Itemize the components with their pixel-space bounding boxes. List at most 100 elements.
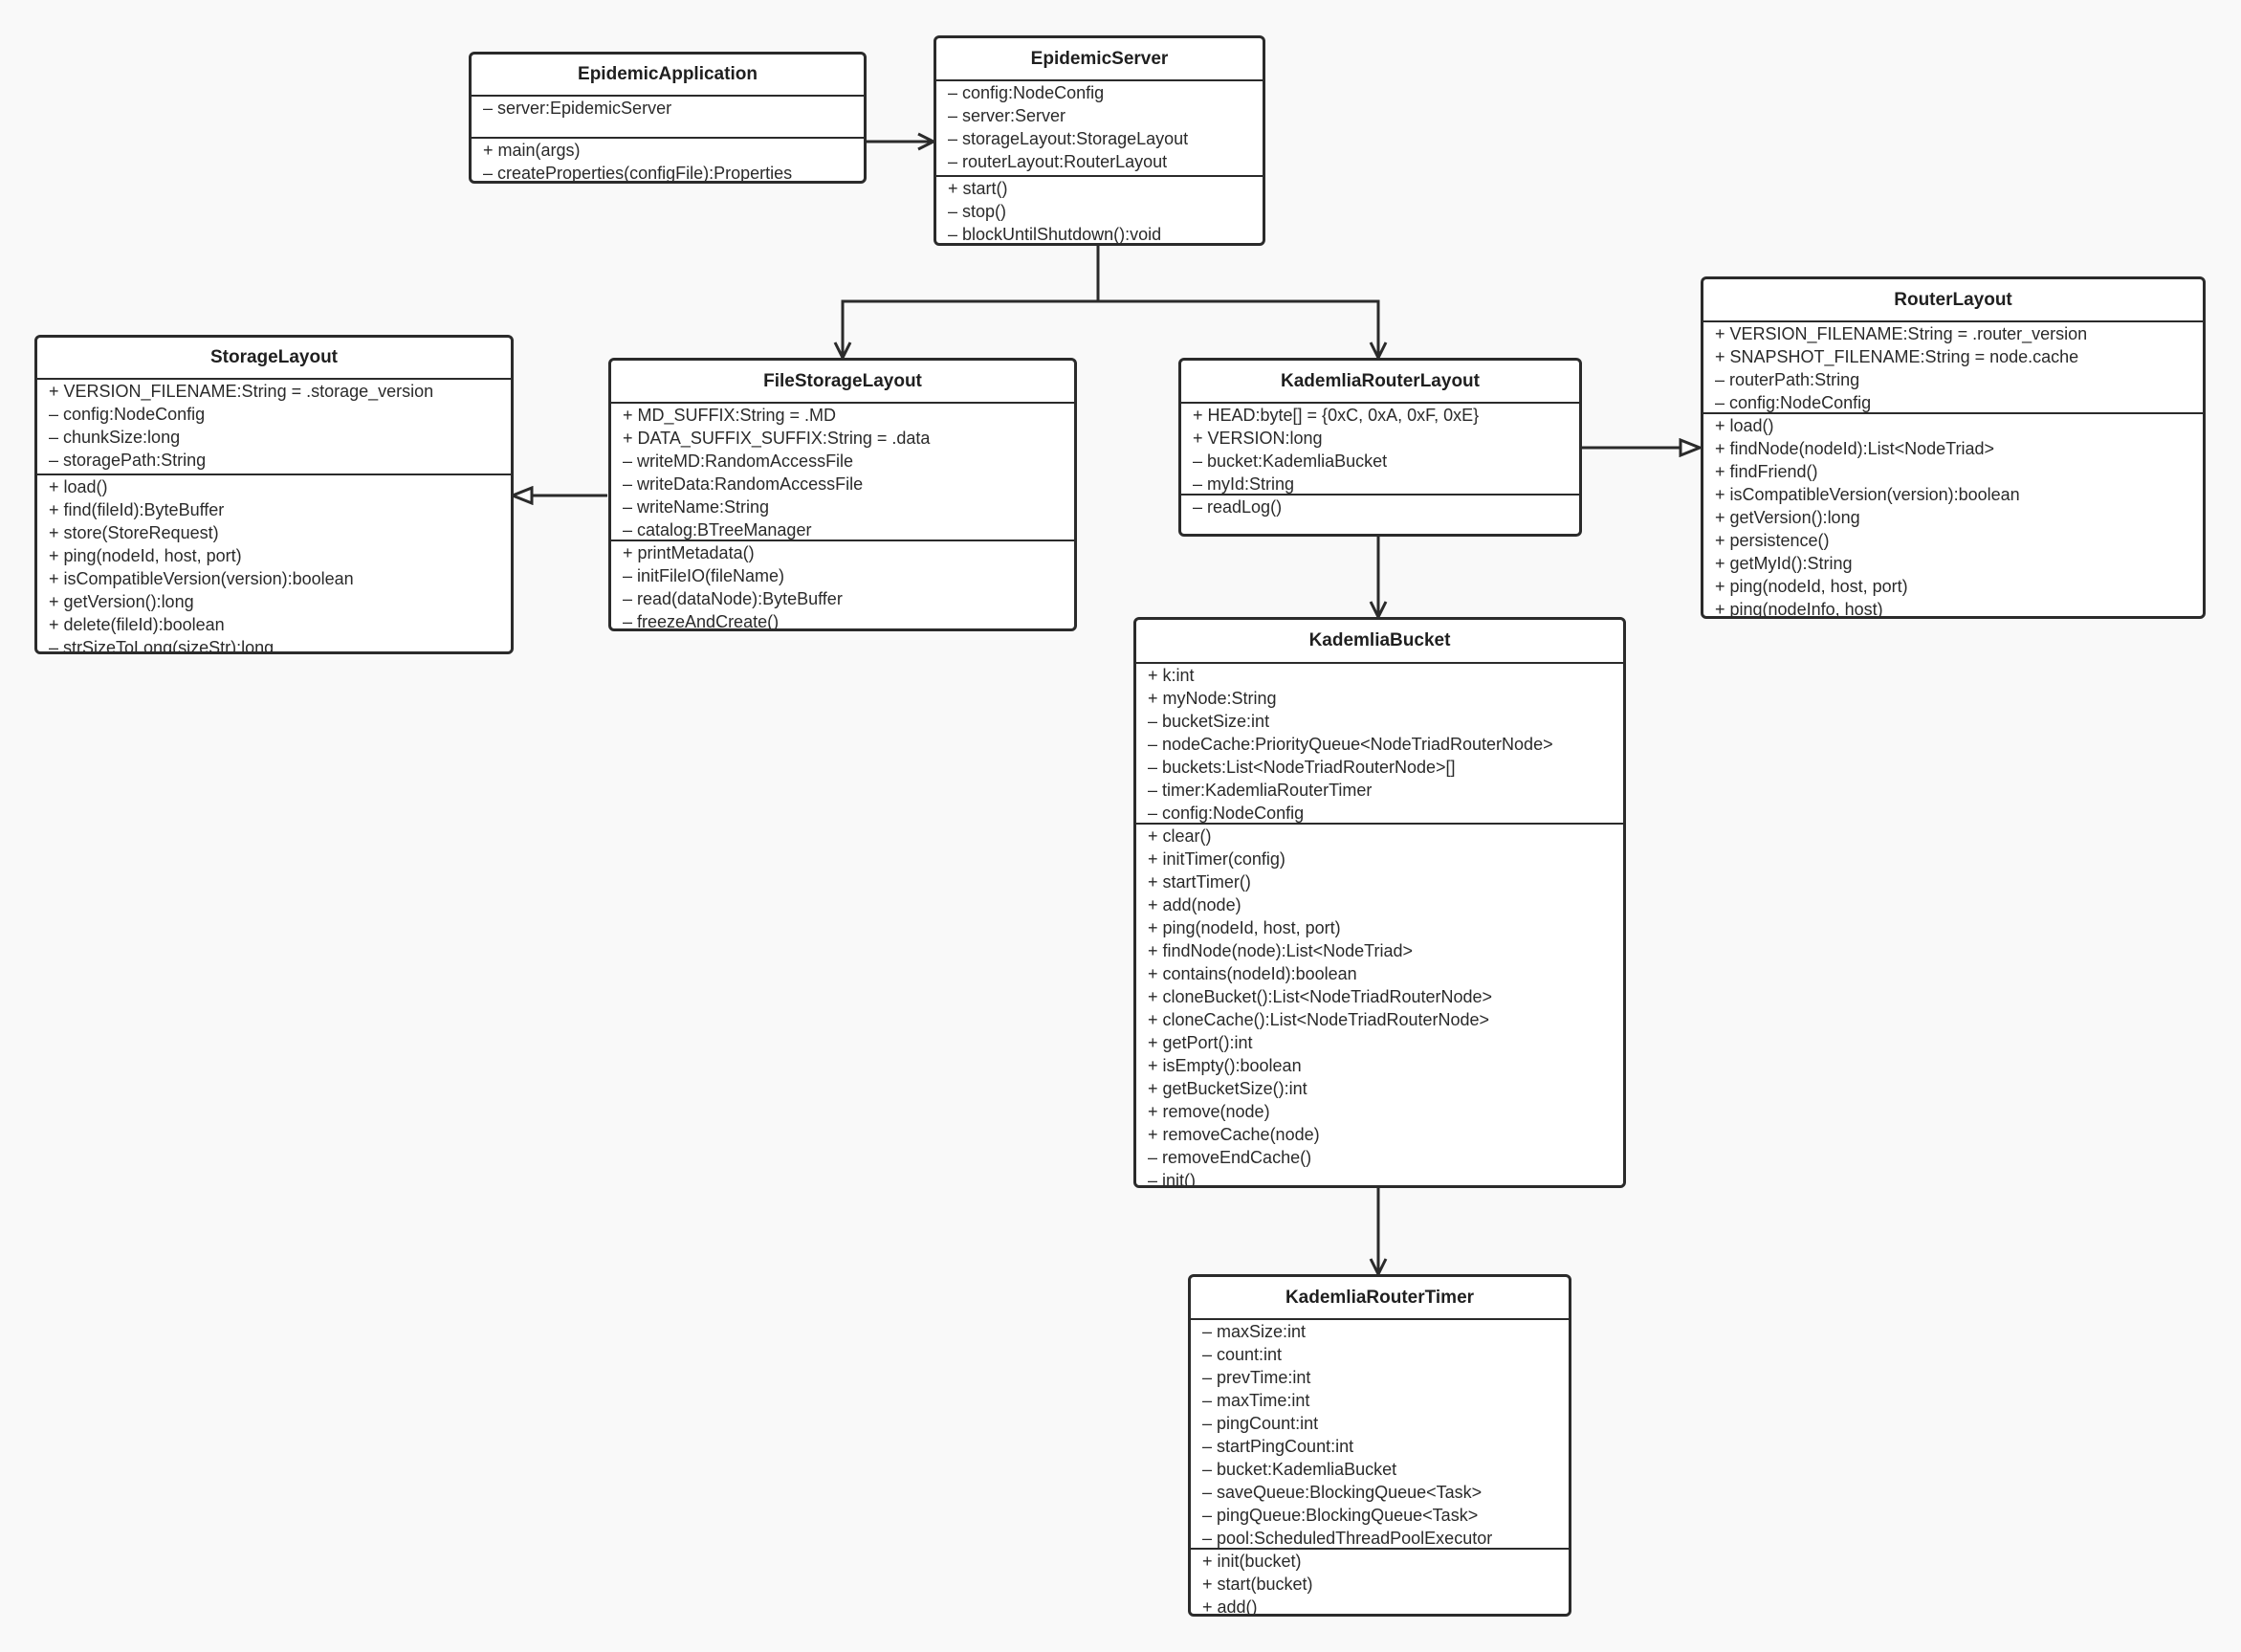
class-name: KademliaBucket	[1136, 620, 1623, 664]
class-name: KademliaRouterLayout	[1181, 361, 1579, 404]
method-row: + getPort():int	[1148, 1033, 1253, 1052]
method-row: – stop()	[948, 202, 1007, 221]
attribute-row: – storageLayout:StorageLayout	[948, 129, 1189, 148]
method-row: – init()	[1148, 1171, 1197, 1188]
method-row: + removeCache(node)	[1148, 1125, 1320, 1144]
class-router-layout: RouterLayout + VERSION_FILENAME:String = …	[1701, 276, 2206, 619]
method-row: + start(bucket)	[1202, 1575, 1313, 1594]
attributes-compartment: + k:int + myNode:String – bucketSize:int – …	[1136, 664, 1623, 825]
class-kademlia-router-timer: KademliaRouterTimer – maxSize:int – count:…	[1188, 1274, 1571, 1617]
method-row: – freezeAndCreate()	[623, 612, 780, 631]
method-row: + findNode(nodeId):List<NodeTriad>	[1715, 439, 1995, 458]
attribute-row: – pingQueue:BlockingQueue<Task>	[1202, 1506, 1479, 1525]
class-storage-layout: StorageLayout+ VERSION_FILENAME:String =…	[34, 335, 514, 654]
association-arrow-server-to-file-storage	[843, 246, 1100, 358]
method-row: – strSizeToLong(sizeStr):long	[49, 638, 275, 654]
attribute-row: – timer:KademliaRouterTimer	[1148, 781, 1373, 800]
method-row: + add()	[1202, 1597, 1258, 1617]
method-row: + findNode(node):List<NodeTriad>	[1148, 941, 1414, 960]
attribute-row: – bucketSize:int	[1148, 712, 1270, 731]
attribute-row: – config:NodeConfig	[1715, 393, 1872, 412]
method-row: + getBucketSize():int	[1148, 1079, 1307, 1098]
class-name: EpidemicApplication	[472, 55, 864, 97]
class-file-storage-layout: FileStorageLayout + MD_SUFFIX:String = .M…	[608, 358, 1077, 631]
methods-compartment: + start()– stop()– blockUntilShutdown():…	[936, 177, 1263, 243]
attribute-row: – maxSize:int	[1202, 1322, 1307, 1341]
attributes-compartment: – maxSize:int – count:int – prevTime:int – …	[1191, 1320, 1569, 1550]
attributes-compartment: – config:NodeConfig – server:Server – stor…	[936, 81, 1263, 177]
attribute-row: – server:EpidemicServer	[483, 99, 672, 118]
class-name: RouterLayout	[1703, 279, 2203, 322]
attribute-row: – config:NodeConfig	[948, 83, 1105, 102]
attribute-row: – nodeCache:PriorityQueue<NodeTriadRoute…	[1148, 735, 1553, 754]
class-epidemic-application: EpidemicApplication – server:EpidemicServ…	[469, 52, 867, 184]
method-row: – readLog()	[1193, 497, 1283, 517]
attribute-row: + VERSION_FILENAME:String = .router_vers…	[1715, 324, 2088, 343]
attribute-row: + VERSION:long	[1193, 429, 1323, 448]
attribute-row: – routerPath:String	[1715, 370, 1860, 389]
attributes-compartment: + HEAD:byte[] = {0xC, 0xA, 0xF, 0xE} + VE…	[1181, 404, 1579, 496]
method-row: + isCompatibleVersion(version):boolean	[1715, 485, 2020, 504]
method-row: + contains(nodeId):boolean	[1148, 964, 1357, 983]
attribute-row: – count:int	[1202, 1345, 1283, 1364]
attribute-row: – config:NodeConfig	[49, 405, 206, 424]
method-row: + load()	[1715, 416, 1774, 435]
attribute-row: – storagePath:String	[49, 451, 207, 470]
attributes-compartment: + VERSION_FILENAME:String = .router_vers…	[1703, 322, 2203, 414]
method-row: + cloneCache():List<NodeTriadRouterNode>	[1148, 1010, 1490, 1029]
attribute-row: + MD_SUFFIX:String = .MD	[623, 406, 837, 425]
attribute-row: – myId:String	[1193, 474, 1295, 494]
method-row: + init(bucket)	[1202, 1552, 1302, 1571]
method-row: – removeEndCache()	[1148, 1148, 1312, 1167]
method-row: + findFriend()	[1715, 462, 1818, 481]
method-row: + isCompatibleVersion(version):boolean	[49, 569, 354, 588]
method-row: – initFileIO(fileName)	[623, 566, 785, 585]
attribute-row: – bucket:KademliaBucket	[1193, 452, 1388, 471]
class-kademlia-router-layout: KademliaRouterLayout+ HEAD:byte[] = {0xC…	[1178, 358, 1582, 537]
attribute-row: – server:Server	[948, 106, 1066, 125]
class-name: KademliaRouterTimer	[1191, 1277, 1569, 1320]
attribute-row: – catalog:BTreeManager	[623, 520, 812, 540]
attribute-row: – pool:ScheduledThreadPoolExecutor	[1202, 1529, 1493, 1548]
methods-compartment: + init(bucket) + start(bucket) + add()	[1191, 1550, 1569, 1617]
class-epidemic-server: EpidemicServer – config:NodeConfig – serve…	[934, 35, 1265, 246]
class-name: EpidemicServer	[936, 38, 1263, 81]
method-row: + clear()	[1148, 826, 1212, 846]
attribute-row: – routerLayout:RouterLayout	[948, 152, 1168, 171]
attribute-row: – prevTime:int	[1202, 1368, 1311, 1387]
attribute-row: – writeMD:RandomAccessFile	[623, 452, 854, 471]
attribute-row: – startPingCount:int	[1202, 1437, 1354, 1456]
methods-compartment: + clear() + initTimer(config) + startTimer…	[1136, 825, 1623, 1188]
method-row: + add(node)	[1148, 895, 1241, 914]
method-row: + delete(fileId):boolean	[49, 615, 225, 634]
attribute-row: + k:int	[1148, 666, 1195, 685]
method-row: + ping(nodeId, host, port)	[49, 546, 242, 565]
class-name: FileStorageLayout	[611, 361, 1074, 404]
method-row: + persistence()	[1715, 531, 1830, 550]
method-row: + store(StoreRequest)	[49, 523, 219, 542]
attributes-compartment: – server:EpidemicServer	[472, 97, 864, 139]
class-name: StorageLayout	[37, 338, 511, 380]
method-row: + start()	[948, 179, 1008, 198]
attribute-row: – config:NodeConfig	[1148, 804, 1305, 823]
attribute-row: + SNAPSHOT_FILENAME:String = node.cache	[1715, 347, 2079, 366]
attribute-row: – maxTime:int	[1202, 1391, 1310, 1410]
attributes-compartment: + VERSION_FILENAME:String = .storage_ver…	[37, 380, 511, 475]
association-arrow-server-to-kademlia-router	[1098, 299, 1378, 358]
method-row: + cloneBucket():List<NodeTriadRouterNode…	[1148, 987, 1493, 1006]
method-row: + startTimer()	[1148, 872, 1251, 892]
method-row: + getMyId():String	[1715, 554, 1853, 573]
attribute-row: – writeData:RandomAccessFile	[623, 474, 864, 494]
method-row: + printMetadata()	[623, 543, 755, 562]
method-row: + ping(nodeInfo, host)	[1715, 600, 1883, 619]
attribute-row: + myNode:String	[1148, 689, 1277, 708]
attribute-row: + HEAD:byte[] = {0xC, 0xA, 0xF, 0xE}	[1193, 406, 1480, 425]
methods-compartment: + load()+ find(fileId):ByteBuffer+ store…	[37, 475, 511, 654]
method-row: + getVersion():long	[49, 592, 194, 611]
attribute-row: – pingCount:int	[1202, 1414, 1319, 1433]
method-row: + initTimer(config)	[1148, 849, 1285, 869]
method-row: + remove(node)	[1148, 1102, 1270, 1121]
attribute-row: – chunkSize:long	[49, 428, 181, 447]
attribute-row: – writeName:String	[623, 497, 770, 517]
method-row: + load()	[49, 477, 108, 496]
